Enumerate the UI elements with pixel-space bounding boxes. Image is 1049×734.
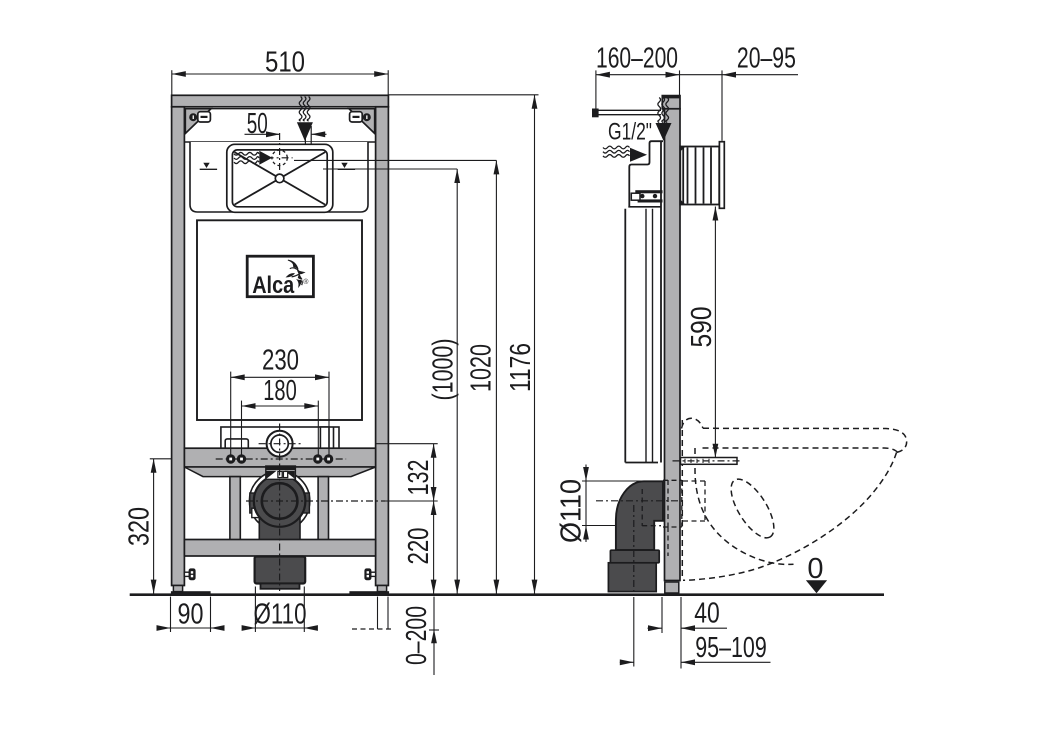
svg-text:1020: 1020	[466, 344, 498, 392]
svg-text:230: 230	[262, 344, 299, 376]
svg-text:®: ®	[303, 278, 309, 286]
svg-text:590: 590	[686, 307, 718, 348]
svg-text:20–95: 20–95	[737, 42, 796, 74]
svg-text:95–109: 95–109	[695, 632, 767, 664]
svg-text:90: 90	[178, 598, 204, 630]
svg-text:510: 510	[265, 46, 305, 78]
svg-text:0–200: 0–200	[401, 606, 433, 665]
svg-text:G1/2": G1/2"	[608, 118, 652, 145]
svg-text:40: 40	[694, 597, 720, 629]
svg-text:132: 132	[403, 460, 435, 496]
svg-text:0: 0	[807, 553, 823, 585]
svg-text:50: 50	[247, 108, 268, 140]
svg-text:1176: 1176	[505, 343, 537, 392]
svg-text:180: 180	[263, 375, 297, 407]
svg-text:160–200: 160–200	[596, 42, 678, 74]
svg-text:220: 220	[403, 528, 435, 565]
svg-text:320: 320	[123, 507, 155, 546]
svg-text:Ø110: Ø110	[254, 598, 307, 630]
svg-text:Ø110: Ø110	[556, 479, 588, 543]
svg-text:(1000): (1000)	[427, 339, 459, 401]
